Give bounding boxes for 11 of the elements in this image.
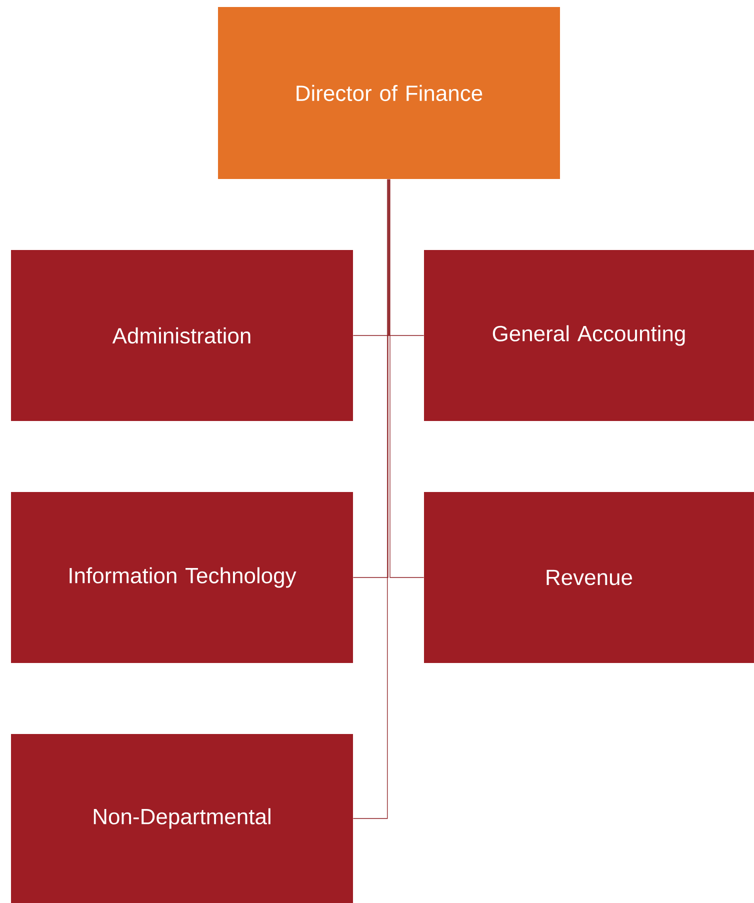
org-box: Administration [11,250,353,421]
connector-line [352,178,388,819]
org-box: Revenue [424,492,754,663]
connector-line [352,178,389,336]
org-box: Non-Departmental [11,734,353,903]
connector-line [390,178,424,578]
org-box: Information Technology [11,492,353,663]
org-box: Director of Finance [218,7,560,179]
connector-line [389,178,424,336]
connector-line [352,178,388,578]
org-box: General Accounting [424,250,754,421]
